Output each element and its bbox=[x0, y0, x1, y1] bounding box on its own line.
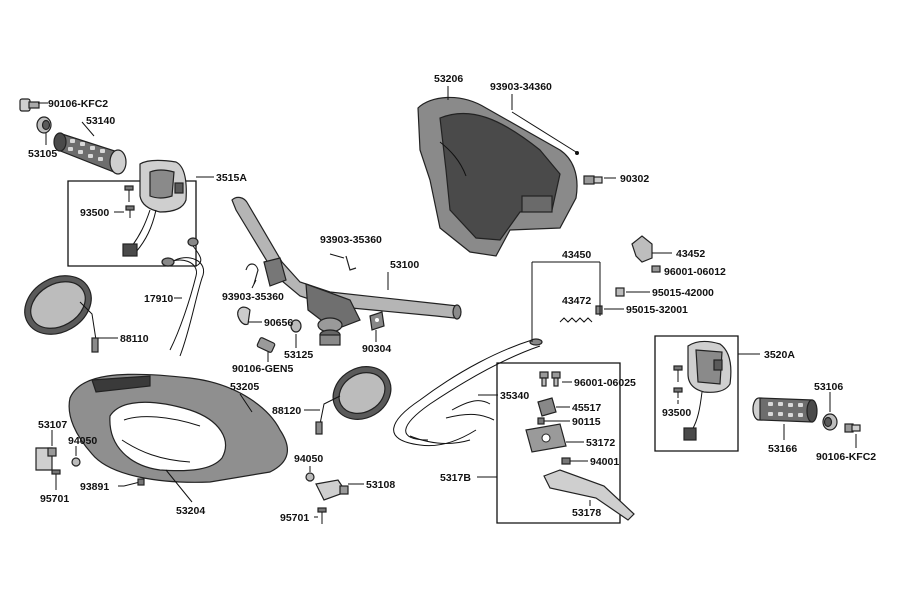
label-94050-left: 94050 bbox=[68, 435, 97, 447]
bar-end-weight-53105 bbox=[36, 116, 52, 134]
wire-35340 bbox=[409, 400, 495, 444]
nut-94050-left bbox=[71, 457, 81, 467]
bolt-90106-gen5 bbox=[256, 337, 276, 353]
label-3520a: 3520A bbox=[764, 349, 795, 361]
label-53107: 53107 bbox=[38, 419, 67, 431]
label-90656: 90656 bbox=[264, 317, 293, 329]
label-53178: 53178 bbox=[572, 507, 601, 519]
label-53205: 53205 bbox=[230, 381, 259, 393]
label-93500-right: 93500 bbox=[662, 407, 691, 419]
label-43472: 43472 bbox=[562, 295, 591, 307]
handle-cover-front-53206 bbox=[417, 96, 578, 257]
part-labels: 90106-KFC2 53140 53105 3515A 93500 17910… bbox=[28, 73, 876, 524]
label-45517: 45517 bbox=[572, 402, 601, 414]
screw-93891 bbox=[123, 478, 145, 487]
handlebar-53100 bbox=[231, 196, 462, 346]
grip-53140 bbox=[53, 132, 127, 175]
label-3515a: 3515A bbox=[216, 172, 247, 184]
label-43450: 43450 bbox=[562, 249, 591, 261]
label-53166: 53166 bbox=[768, 443, 797, 455]
screw-93500-right bbox=[673, 365, 683, 398]
label-93891: 93891 bbox=[80, 481, 109, 493]
label-53140: 53140 bbox=[86, 115, 115, 127]
label-90106-kfc2-left: 90106-KFC2 bbox=[48, 98, 108, 110]
label-53125: 53125 bbox=[284, 349, 313, 361]
label-95015-32001: 95015-32001 bbox=[626, 304, 688, 316]
bracket-53107 bbox=[35, 447, 57, 471]
label-90106-gen5: 90106-GEN5 bbox=[232, 363, 293, 375]
grip-53166 bbox=[752, 397, 818, 423]
bar-end-bolt-90106-left bbox=[19, 98, 40, 112]
label-88110: 88110 bbox=[120, 333, 149, 345]
bolt-95015-42000 bbox=[615, 287, 625, 297]
label-94050-mid: 94050 bbox=[294, 453, 323, 465]
label-90115: 90115 bbox=[572, 416, 601, 428]
lever-bracket-53172 bbox=[525, 423, 567, 453]
bolt-96001-06025 bbox=[539, 371, 561, 387]
spring-43472 bbox=[559, 317, 593, 323]
label-93903-35360-top: 93903-35360 bbox=[320, 234, 382, 246]
bracket-box-3520a bbox=[654, 335, 760, 452]
throttle-cable-17910 bbox=[161, 237, 205, 357]
label-93903-34360: 93903-34360 bbox=[490, 81, 552, 93]
screw-95701-left bbox=[51, 469, 61, 490]
brake-cable-43450 bbox=[393, 338, 543, 447]
mirror-88110 bbox=[24, 275, 99, 353]
screw-95701-mid bbox=[317, 507, 327, 524]
label-53108: 53108 bbox=[366, 479, 395, 491]
nut-94050-mid bbox=[305, 472, 315, 482]
clamp-90656 bbox=[237, 306, 251, 326]
bracket-box-5317b bbox=[477, 362, 621, 524]
label-88120: 88120 bbox=[272, 405, 301, 417]
label-93500-left: 93500 bbox=[80, 207, 109, 219]
label-53105: 53105 bbox=[28, 148, 57, 160]
collar-53125 bbox=[290, 319, 302, 333]
nut-90304 bbox=[369, 311, 385, 331]
screw-93903-34360 bbox=[511, 111, 579, 155]
label-5317b: 5317B bbox=[440, 472, 471, 484]
label-43452: 43452 bbox=[676, 248, 705, 260]
label-53172: 53172 bbox=[586, 437, 615, 449]
clip-93903-35360-left bbox=[245, 263, 259, 285]
label-90304: 90304 bbox=[362, 343, 391, 355]
label-53206: 53206 bbox=[434, 73, 463, 85]
screw-90115 bbox=[537, 417, 545, 425]
handle-cover-rear-53205 bbox=[68, 373, 288, 483]
label-96001-06012: 96001-06012 bbox=[664, 266, 726, 278]
label-94001: 94001 bbox=[590, 456, 619, 468]
label-35340: 35340 bbox=[500, 390, 529, 402]
label-95701-mid: 95701 bbox=[280, 512, 309, 524]
switch-housing-right bbox=[683, 340, 732, 441]
label-53106: 53106 bbox=[814, 381, 843, 393]
brake-lever-53178 bbox=[543, 469, 635, 521]
label-90106-kfc2-right: 90106-KFC2 bbox=[816, 451, 876, 463]
label-96001-06025: 96001-06025 bbox=[574, 377, 636, 389]
clip-93903-35360-right bbox=[345, 255, 357, 271]
screw-90302 bbox=[583, 175, 603, 185]
label-53204: 53204 bbox=[176, 505, 205, 517]
label-95015-42000: 95015-42000 bbox=[652, 287, 714, 299]
label-93903-35360-mid: 93903-35360 bbox=[222, 291, 284, 303]
bracket-43452 bbox=[631, 235, 653, 263]
switch-45517 bbox=[537, 397, 557, 417]
bolt-96001-06012 bbox=[651, 265, 661, 273]
bracket-53108 bbox=[315, 479, 349, 501]
bar-end-bolt-90106-right bbox=[844, 423, 861, 433]
label-53100: 53100 bbox=[390, 259, 419, 271]
leader-lines bbox=[38, 86, 857, 518]
screw-93500-left bbox=[124, 185, 135, 218]
label-95701-left: 95701 bbox=[40, 493, 69, 505]
mirror-88120 bbox=[315, 366, 392, 435]
switch-housing-left bbox=[122, 159, 187, 257]
pin-95015-32001 bbox=[595, 305, 603, 315]
label-90302: 90302 bbox=[620, 173, 649, 185]
nut-94001 bbox=[561, 457, 571, 465]
label-17910: 17910 bbox=[144, 293, 173, 305]
bar-end-weight-53106 bbox=[822, 413, 838, 431]
